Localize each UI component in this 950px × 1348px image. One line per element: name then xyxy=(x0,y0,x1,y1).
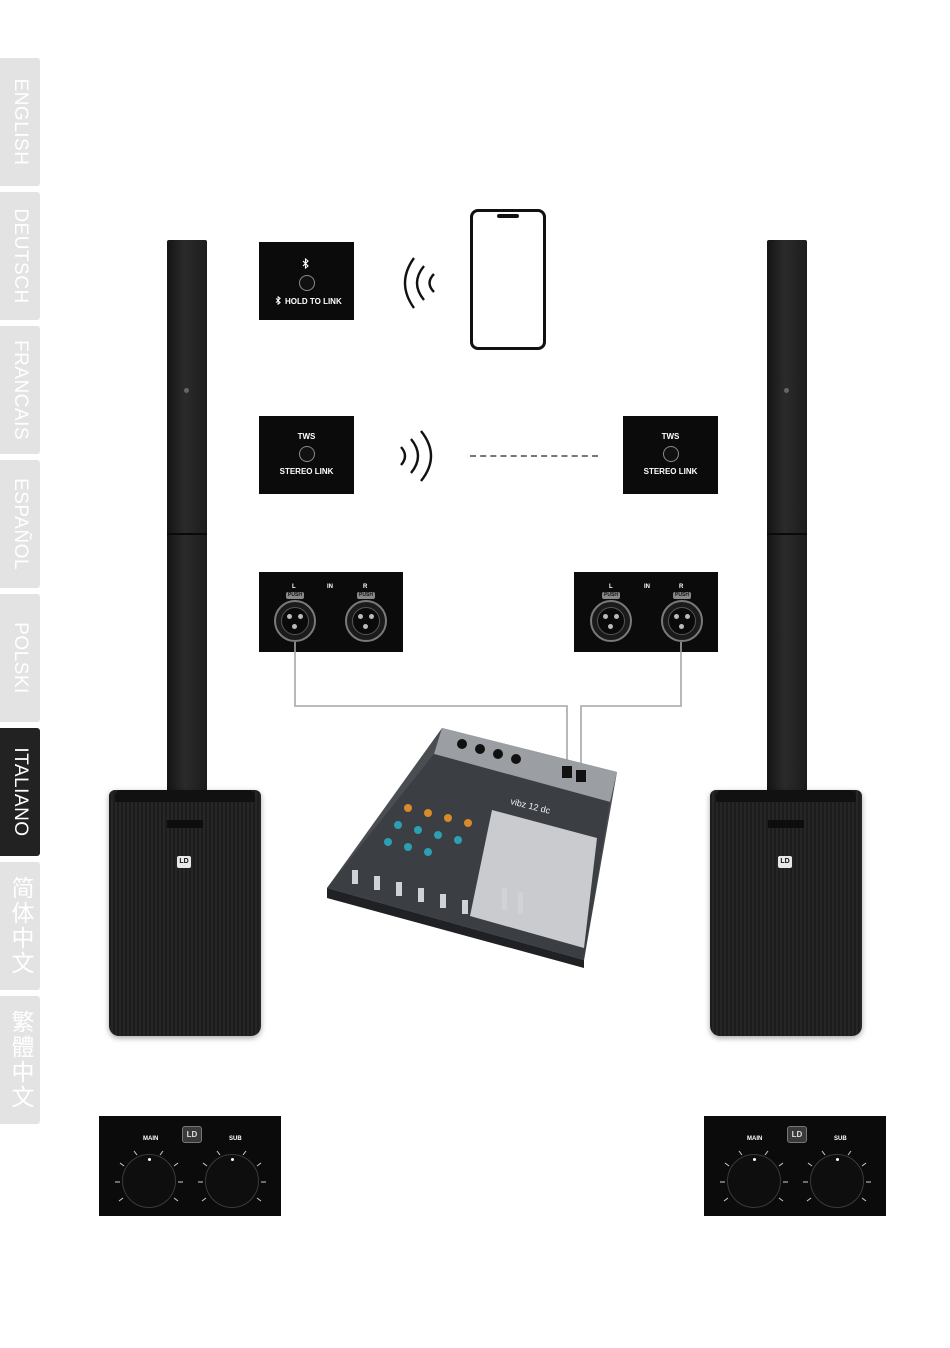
mixer: vibz 12 dc xyxy=(322,720,622,970)
knob-scale-right xyxy=(704,1116,886,1216)
knob-scale-left xyxy=(99,1116,281,1216)
control-panel-right: MAIN LD SUB xyxy=(704,1116,886,1216)
mixer-illustration: vibz 12 dc xyxy=(322,720,622,970)
control-panel-left: MAIN LD SUB xyxy=(99,1116,281,1216)
